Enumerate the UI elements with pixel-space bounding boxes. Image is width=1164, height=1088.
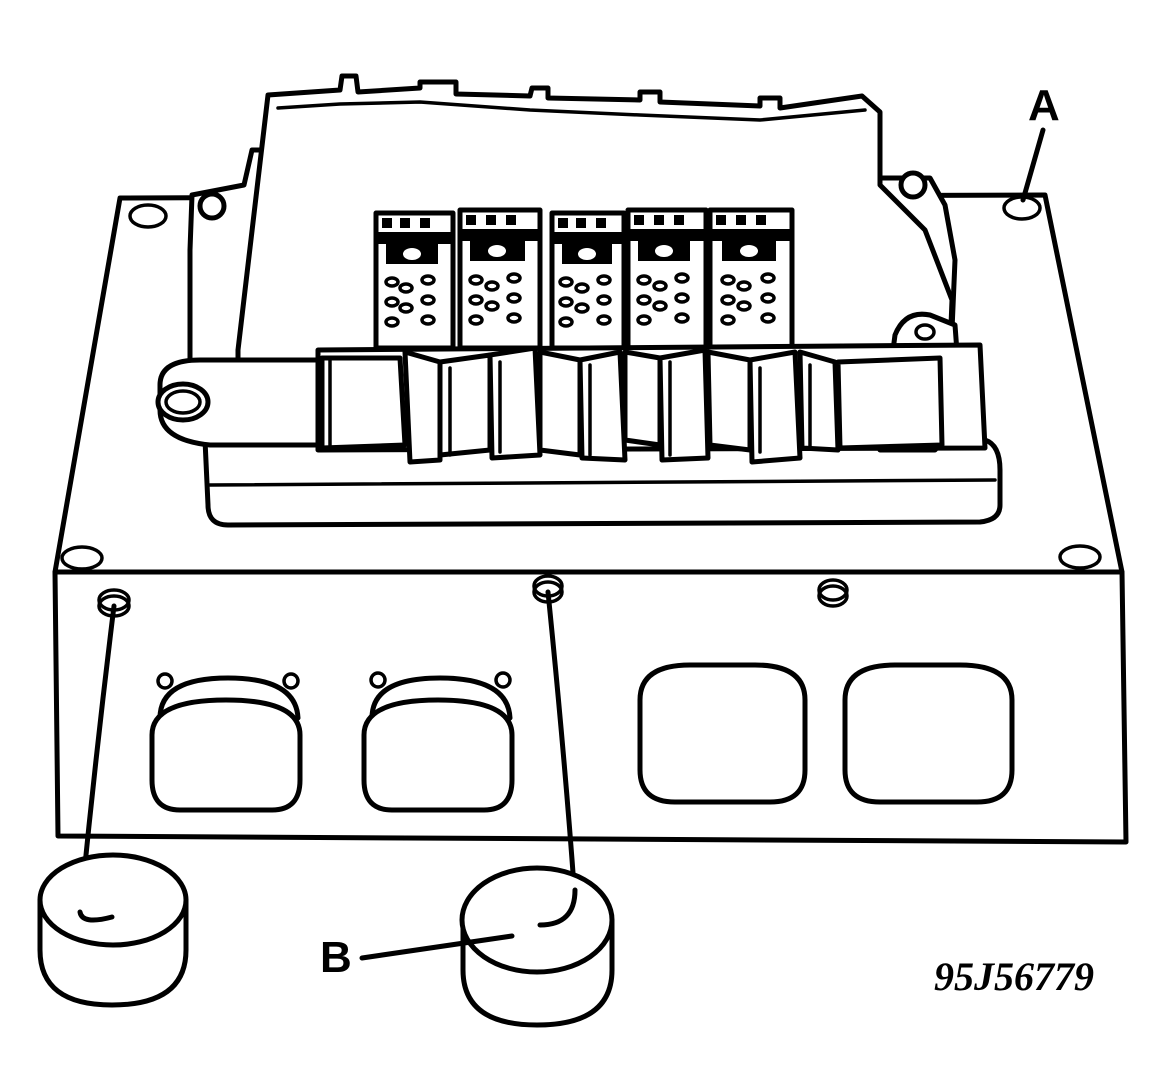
latch-strip (315, 342, 988, 465)
connector-slots (373, 207, 795, 351)
tethered-caps (37, 589, 615, 1028)
leader-line-b (359, 933, 515, 961)
screw-boss (817, 578, 849, 608)
front-face-features (97, 574, 1015, 813)
open-port (842, 662, 1015, 805)
mounting-hole (60, 545, 104, 571)
callout-a: A (1028, 81, 1060, 130)
leader-line-a (1020, 127, 1046, 203)
figure-id: 95J56779 (934, 954, 1094, 999)
protective-cap (37, 852, 189, 1008)
plugged-port-center (361, 671, 515, 813)
protective-cap (459, 865, 615, 1028)
mounting-hole (128, 203, 168, 229)
connector-slot (625, 207, 709, 351)
plugged-port-left (149, 672, 303, 813)
connector-slot (373, 210, 456, 351)
connector-slot (707, 207, 795, 351)
connector-slot (549, 210, 627, 351)
open-port (637, 662, 808, 805)
connector-slot (457, 207, 543, 351)
mounting-hole (1058, 544, 1102, 570)
callout-b: B (320, 933, 352, 982)
